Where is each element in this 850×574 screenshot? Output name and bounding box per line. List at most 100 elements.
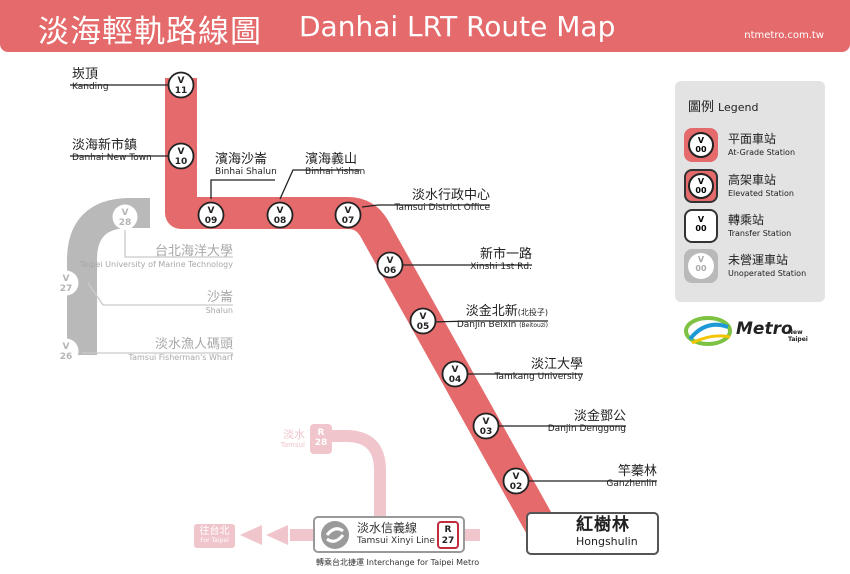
legend-label-zh: 未營運車站 [728, 253, 789, 267]
station-code-number: 08 [274, 216, 287, 226]
station-code-letter: V [63, 342, 70, 352]
direction-arrow-1 [240, 525, 262, 545]
station-marker-v07[interactable]: V07 [334, 201, 362, 229]
station-name-en: Tamkang University [494, 372, 583, 382]
station-label-v02: 竿蓁林 Ganzhenlin [606, 464, 657, 490]
station-code-letter: V [513, 472, 520, 482]
station-name-en: Tamsui District Office [394, 203, 490, 213]
station-label-v05: 淡金北新(北投子) Danjin Beixin (Beitouzi) [457, 304, 548, 331]
station-label-v26: 淡水漁人碼頭 Tamsui Fisherman's Wharf [129, 337, 233, 363]
station-code-letter: V [122, 208, 129, 218]
station-name-zh: 崁頂 [72, 67, 99, 82]
station-circle [334, 201, 362, 229]
station-marker-v26[interactable]: V26 [53, 338, 79, 364]
legend-label-en: Elevated Station [728, 189, 794, 198]
station-name-en: Binhai Shalun [215, 167, 277, 177]
station-circle [472, 412, 500, 440]
station-circle [112, 204, 138, 230]
station-marker-v06[interactable]: V06 [376, 251, 404, 279]
station-code-letter: V [277, 206, 284, 216]
station-name-zh: 淡水行政中心 [411, 188, 490, 203]
for-taipei-sign: 往台北 For Taipei [194, 524, 235, 548]
station-code-number: 26 [60, 352, 73, 362]
website-link[interactable]: ntmetro.com.tw [744, 30, 824, 41]
station-label-v01: 紅樹林 Hongshulin [576, 515, 638, 549]
station-label-v06: 新市一路 Xinshi 1st Rd. [470, 247, 532, 273]
legend-label-en: Transfer Station [728, 229, 792, 238]
station-name-zh: 淡海新市鎮 [72, 138, 138, 153]
legend-label-zh: 高架車站 [728, 173, 777, 187]
station-name-zh: 沙崙 [206, 290, 233, 305]
station-label-v28: 台北海洋大學 Taipei University of Marine Techn… [80, 244, 233, 270]
metro-swoosh-icon [684, 316, 732, 346]
station-marker-v03[interactable]: V03 [472, 412, 500, 440]
station-circle [167, 142, 195, 170]
station-name-zh: 淡水 [283, 428, 305, 441]
station-marker-v02[interactable]: V02 [502, 467, 530, 495]
station-code-letter: V [483, 417, 490, 427]
legend-label-zh: 平面車站 [728, 132, 777, 146]
logo-text: Metro [736, 319, 793, 339]
header-banner: 淡海輕軌路線圖 Danhai LRT Route Map ntmetro.com… [0, 0, 850, 52]
station-name-zh: 濱海義山 [305, 152, 358, 167]
station-code-number: 03 [480, 427, 493, 437]
station-marker-v10[interactable]: V10 [167, 142, 195, 170]
station-code-number: 28 [314, 438, 328, 448]
map-title-zh: 淡海輕軌路線圖 [38, 14, 262, 50]
station-name-en: Danhai New Town [72, 153, 152, 163]
station-circle [441, 360, 469, 388]
station-code-number: 04 [449, 375, 462, 385]
station-name-en-note: (Beitouzi) [519, 322, 548, 329]
station-name-en: Taipei University of Marine Technology [79, 260, 233, 269]
station-marker-v27[interactable]: V27 [53, 270, 79, 296]
station-marker-v11[interactable]: V11 [167, 71, 195, 99]
station-circle [167, 71, 195, 99]
line-name-zh: 淡水信義線 [357, 521, 418, 535]
station-marker-v05[interactable]: V05 [409, 307, 437, 335]
unopened-line [67, 198, 150, 355]
station-name-en: Xinshi 1st Rd. [470, 262, 532, 272]
station-circle [197, 201, 225, 229]
metro-r27-badge: R 27 [437, 521, 459, 549]
terminal-station-box[interactable] [526, 512, 659, 555]
station-name-en: Tamsui [280, 441, 305, 449]
station-name-zh: 台北海洋大學 [154, 244, 233, 259]
station-marker-v08[interactable]: V08 [266, 201, 294, 229]
metro-tamsui-label: 淡水 Tamsui [281, 428, 305, 450]
station-code-letter: V [345, 206, 352, 216]
station-marker-v09[interactable]: V09 [197, 201, 225, 229]
station-code-number: 28 [119, 218, 132, 228]
station-code-number: 11 [175, 86, 188, 96]
station-label-v09: 濱海沙崙 Binhai Shalun [215, 152, 277, 178]
station-code-letter: V [208, 206, 215, 216]
map-title-en: Danhai LRT Route Map [299, 10, 616, 43]
station-code-letter: R [444, 525, 452, 535]
station-marker-v04[interactable]: V04 [441, 360, 469, 388]
station-circle [53, 338, 79, 364]
legend-label-en: At-Grade Station [728, 148, 796, 157]
station-label-v10: 淡海新市鎮 Danhai New Town [72, 138, 152, 164]
station-code-number: 09 [205, 216, 218, 226]
station-name-zh-note: (北投子) [517, 308, 548, 317]
legend-label-en: Unoperated Station [728, 269, 807, 278]
station-name-zh: 淡江大學 [530, 357, 583, 372]
station-name-en: Hongshulin [576, 535, 638, 548]
leader-lines [70, 84, 657, 482]
line-name-en: Tamsui Xinyi Line [357, 536, 435, 546]
interchange-note: 轉乘台北捷運 Interchange for Taipei Metro [316, 558, 480, 567]
station-code-letter: V [178, 76, 185, 86]
station-name-en: Binhai Yishan [305, 167, 366, 177]
station-name-en: Danjin Beixin [456, 320, 517, 330]
station-name-en: Tamsui Fisherman's Wharf [128, 353, 233, 362]
station-marker-v28[interactable]: V28 [112, 204, 138, 230]
station-circle [53, 270, 79, 296]
for-taipei-zh: 往台北 [199, 526, 230, 537]
station-code-number: 02 [510, 482, 523, 492]
station-code-number: 10 [175, 157, 188, 167]
station-name-zh: 濱海沙崙 [215, 152, 268, 167]
